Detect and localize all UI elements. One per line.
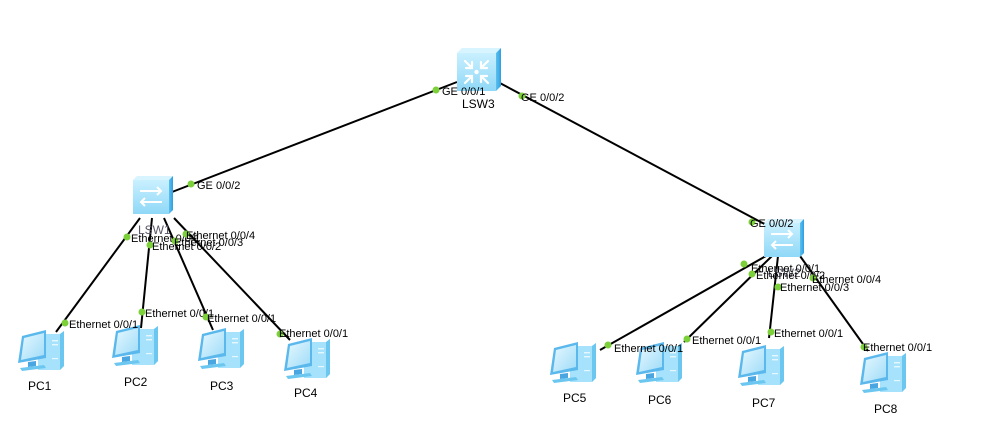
device-pc2[interactable]: [112, 325, 158, 366]
device-label-pc3: PC3: [210, 379, 234, 393]
port-label-pc2-e001: Ethernet 0/0/1: [145, 308, 214, 320]
port-dot: [61, 319, 69, 327]
port-label-lsw1-e003: Ethernet 0/0/3: [174, 237, 243, 249]
device-pc5[interactable]: [550, 342, 596, 383]
port-label-lsw2-ge002: GE 0/0/2: [750, 218, 793, 230]
port-dot: [683, 335, 691, 343]
port-label-lsw2-e002: Ethernet 0/0/2: [756, 270, 825, 282]
port-label-pc5-e001: Ethernet 0/0/1: [614, 343, 683, 355]
link-lsw3-lsw1[interactable]: [171, 81, 458, 193]
port-dot: [809, 274, 817, 282]
port-label-pc3-e001: Ethernet 0/0/1: [207, 313, 276, 325]
port-label-pc8-e001: Ethernet 0/0/1: [863, 342, 932, 354]
device-pc4[interactable]: [284, 338, 330, 379]
link-lsw2-pc6[interactable]: [683, 255, 773, 343]
port-dot: [276, 330, 284, 338]
port-label-lsw1-e004: Ethernet 0/0/4: [186, 230, 255, 242]
port-label-pc7-e001: Ethernet 0/0/1: [774, 328, 843, 340]
port-labels: GE 0/0/1 GE 0/0/2 GE 0/0/2 GE 0/0/2 Ethe…: [61, 86, 932, 355]
link-lsw1-pc3[interactable]: [163, 217, 214, 331]
port-label-lsw3-ge001: GE 0/0/1: [442, 86, 485, 98]
port-label-lsw1-ge002: GE 0/0/2: [197, 180, 240, 192]
port-dot: [740, 260, 748, 268]
device-label-pc5: PC5: [563, 391, 587, 405]
port-dot: [774, 283, 782, 291]
device-label-lsw1: LSW1: [138, 223, 171, 237]
device-pc7[interactable]: [738, 345, 784, 386]
device-label-pc8: PC8: [874, 402, 898, 416]
l3-switch-icon: [455, 46, 503, 93]
device-lsw3[interactable]: [455, 46, 503, 93]
device-label-lsw3: LSW3: [462, 97, 495, 111]
device-lsw1[interactable]: [132, 175, 174, 215]
port-dot: [123, 233, 131, 241]
port-dot: [138, 308, 146, 316]
port-label-lsw2-e001: Ethernet 0/0/1: [751, 263, 820, 275]
port-dot: [604, 341, 612, 349]
device-label-pc7: PC7: [752, 396, 776, 410]
pc-icon: [18, 330, 64, 371]
device-label-pc6: PC6: [648, 393, 672, 407]
link-lsw2-pc5[interactable]: [599, 255, 767, 351]
port-label-pc4-e001: Ethernet 0/0/1: [279, 328, 348, 340]
port-dot: [748, 270, 756, 278]
device-label-pc4: PC4: [294, 386, 318, 400]
link-lsw1-pc4[interactable]: [173, 217, 291, 341]
pc-icon: [284, 338, 330, 379]
port-dot: [748, 218, 756, 226]
pc-icon: [860, 352, 906, 393]
port-dot: [187, 180, 195, 188]
port-label-pc1-e001: Ethernet 0/0/1: [69, 319, 138, 331]
port-label-lsw1-e002: Ethernet 0/0/2: [152, 241, 221, 253]
link-lsw2-pc8[interactable]: [799, 255, 869, 352]
pc-icon: [738, 345, 784, 386]
port-dot: [432, 86, 440, 94]
port-dot: [767, 328, 775, 336]
port-label-lsw3-ge002: GE 0/0/2: [521, 92, 564, 104]
device-pc3[interactable]: [198, 328, 244, 369]
device-pc8[interactable]: [860, 352, 906, 393]
port-dot: [171, 237, 179, 245]
pc-icon: [550, 342, 596, 383]
l2-switch-icon: [132, 175, 174, 215]
port-label-pc6-e001: Ethernet 0/0/1: [692, 335, 761, 347]
port-dot: [860, 343, 868, 351]
port-label-lsw2-e003: Ethernet 0/0/3: [780, 282, 849, 294]
pc-icon: [112, 325, 158, 366]
port-dot: [146, 241, 154, 249]
port-dot: [202, 313, 210, 321]
port-label-lsw2-e004: Ethernet 0/0/4: [812, 274, 881, 286]
device-pc1[interactable]: [18, 330, 64, 371]
link-lsw3-lsw2[interactable]: [497, 81, 773, 229]
port-dot: [182, 230, 190, 238]
device-label-pc2: PC2: [124, 375, 148, 389]
port-dot: [518, 92, 526, 100]
device-label-pc1: PC1: [28, 379, 52, 393]
device-label-lsw2: LSW2: [768, 266, 801, 280]
pc-icon: [198, 328, 244, 369]
link-lsw2-pc7[interactable]: [768, 255, 779, 339]
